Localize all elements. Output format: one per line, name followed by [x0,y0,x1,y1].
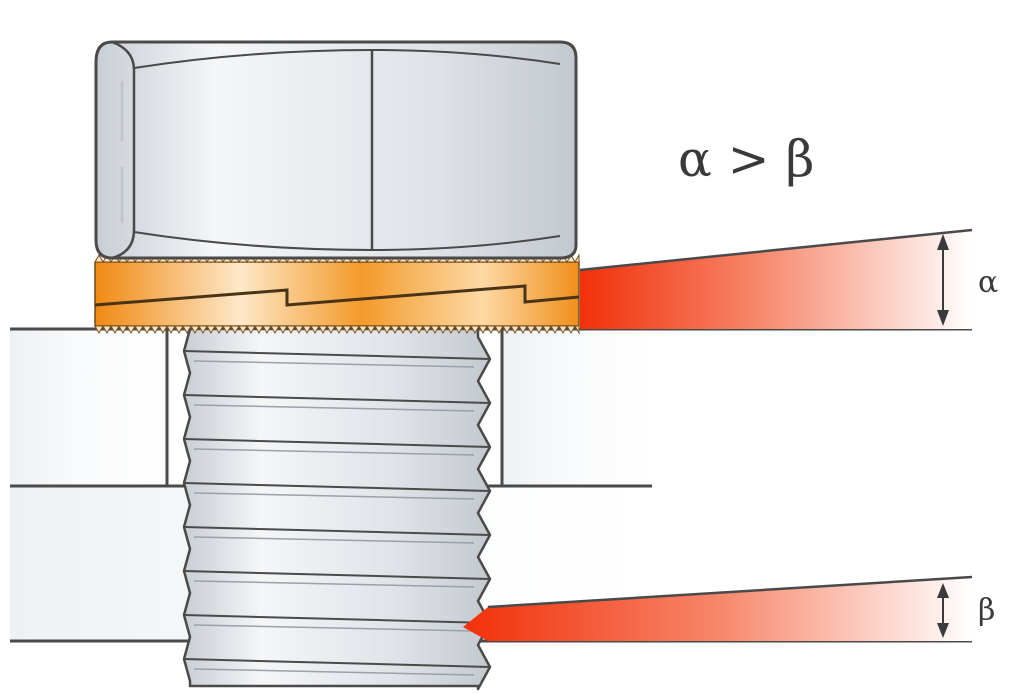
thread-root-line [193,404,475,412]
thread-crest-line [183,570,491,580]
alpha-arrow-down [937,310,949,326]
beta-arrow-up [937,583,949,598]
hex-left-face [111,40,136,260]
shank-profile [182,327,492,691]
washer-body [94,261,580,327]
upper-plate-right [502,329,652,486]
thread-crest-line [183,482,491,492]
thread-crest-line [183,658,491,668]
hex-head-outline [94,40,578,260]
thread-crest-line [183,526,491,536]
threaded-shank [182,327,492,691]
beta-angle-label: β [978,593,995,628]
beta-wedge-shape [463,577,972,641]
thread-root-line [193,580,475,588]
hex-bolt-head [94,40,578,260]
washer-cam-interface [94,284,580,307]
alpha-wedge [579,228,973,329]
thread-root-line [193,492,475,500]
thread-root-line [193,624,475,632]
thread-root-line [193,668,475,676]
upper-plate-left [10,329,167,486]
headline-alpha-greater-than-beta: α > β [678,130,814,188]
alpha-arrow-up [937,234,949,250]
washer-serration-bottom [94,324,580,335]
thread-crest-line [183,394,491,404]
thread-crest-line [183,614,491,624]
thread-root-line [193,448,475,456]
beta-wedge-top-line [487,575,973,609]
beta-wedge [463,575,973,641]
thread-crest-line [183,350,491,360]
alpha-wedge-top-line [579,228,973,272]
thread-crest-line [183,438,491,448]
thread-root-line [193,360,475,368]
alpha-wedge-shape [580,230,972,329]
thread-lines [183,350,491,676]
beta-arrow-down [937,623,949,638]
thread-root-line [193,536,475,544]
wedge-lock-washer-pair [94,253,580,335]
alpha-angle-label: α [978,265,998,300]
